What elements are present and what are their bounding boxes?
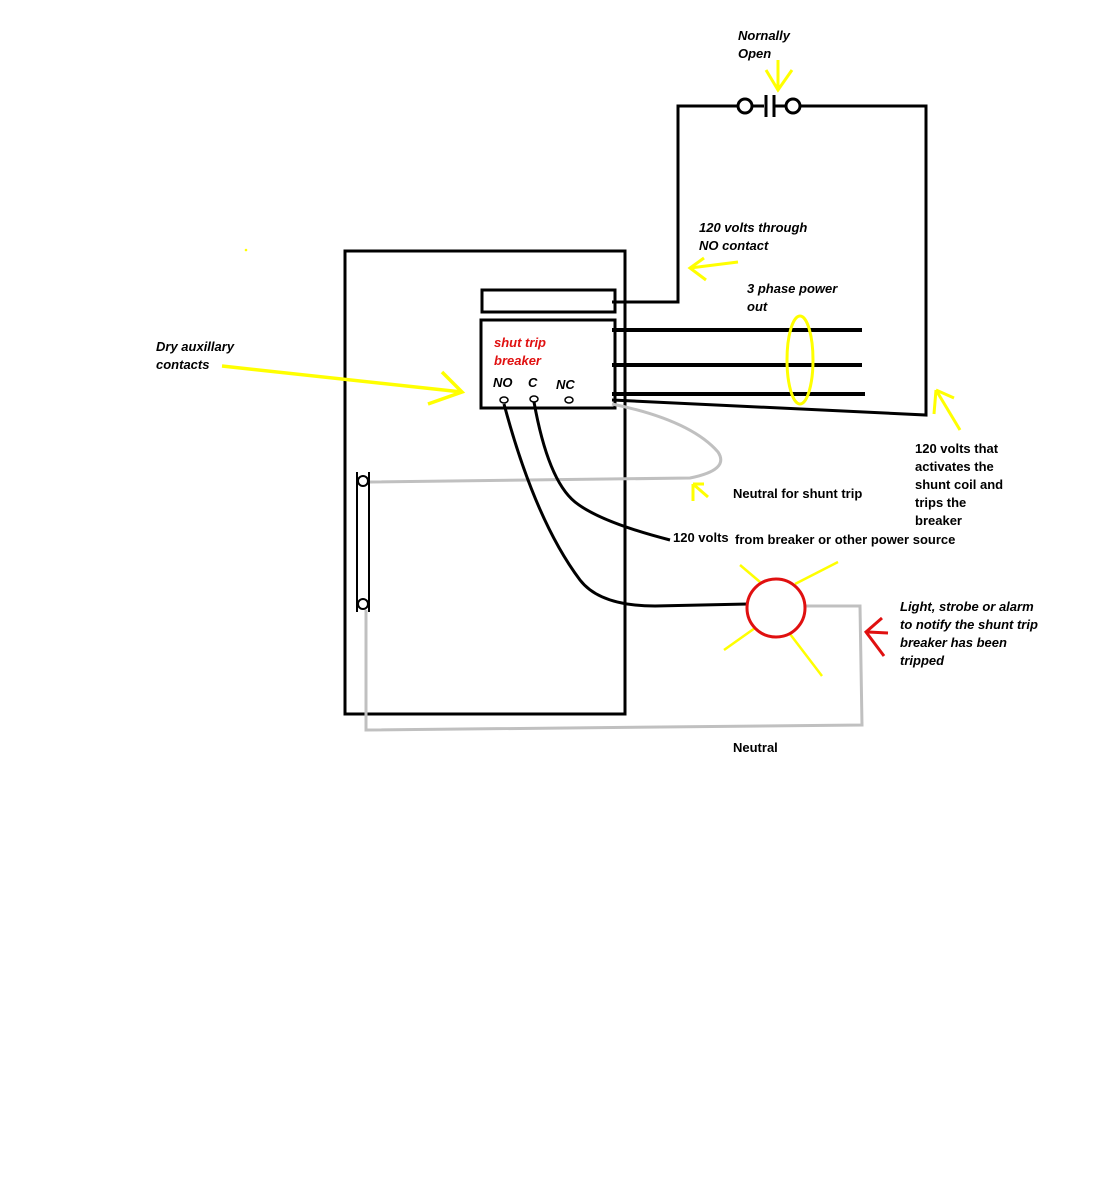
label-terminal-c: C	[528, 375, 538, 390]
three-phase-highlight	[785, 314, 815, 406]
shunt-neutral-wire	[369, 402, 723, 484]
shunt-coil-wire	[612, 104, 738, 304]
label-120-volts: 120 volts	[673, 530, 729, 545]
label-light-alarm: Light, strobe or alarm to notify the shu…	[900, 599, 1038, 668]
arrow-normally-open	[764, 60, 794, 93]
label-terminal-no: NO	[493, 375, 513, 390]
terminal-no-screw	[499, 396, 509, 404]
label-shunt-activate: 120 volts that activates the shunt coil …	[915, 441, 1004, 528]
normally-open-contact	[736, 95, 802, 117]
shunt-return-wire	[611, 104, 928, 417]
no-wire-to-lamp	[502, 403, 749, 608]
label-from-breaker: from breaker or other power source	[735, 532, 956, 547]
stray-dot	[244, 248, 248, 252]
neutral-bar	[356, 472, 370, 612]
supply-wire-to-c	[532, 401, 671, 542]
terminal-c-screw	[529, 395, 539, 403]
label-breaker: shut trip breaker	[494, 335, 546, 368]
label-normally-open: Nornally Open	[738, 28, 791, 61]
arrow-neutral-shunt	[691, 482, 709, 501]
arrow-alert-lamp	[863, 616, 889, 657]
label-dry-aux: Dry auxillary contacts	[156, 339, 235, 372]
label-no-contact: 120 volts through NO contact	[699, 220, 808, 253]
label-terminal-nc: NC	[556, 377, 575, 392]
terminal-nc-screw	[564, 396, 574, 404]
label-neutral-shunt: Neutral for shunt trip	[733, 486, 863, 501]
label-neutral: Neutral	[733, 740, 778, 755]
arrow-dry-aux	[221, 364, 466, 406]
lamp-neutral-wire	[364, 604, 864, 732]
shunt-coil-strip	[480, 288, 617, 314]
label-three-phase: 3 phase power out	[747, 281, 838, 314]
panel-enclosure	[343, 249, 627, 716]
arrow-no-contact	[687, 256, 739, 282]
arrow-shunt-activate	[932, 388, 962, 431]
alarm-lamp	[723, 560, 839, 677]
